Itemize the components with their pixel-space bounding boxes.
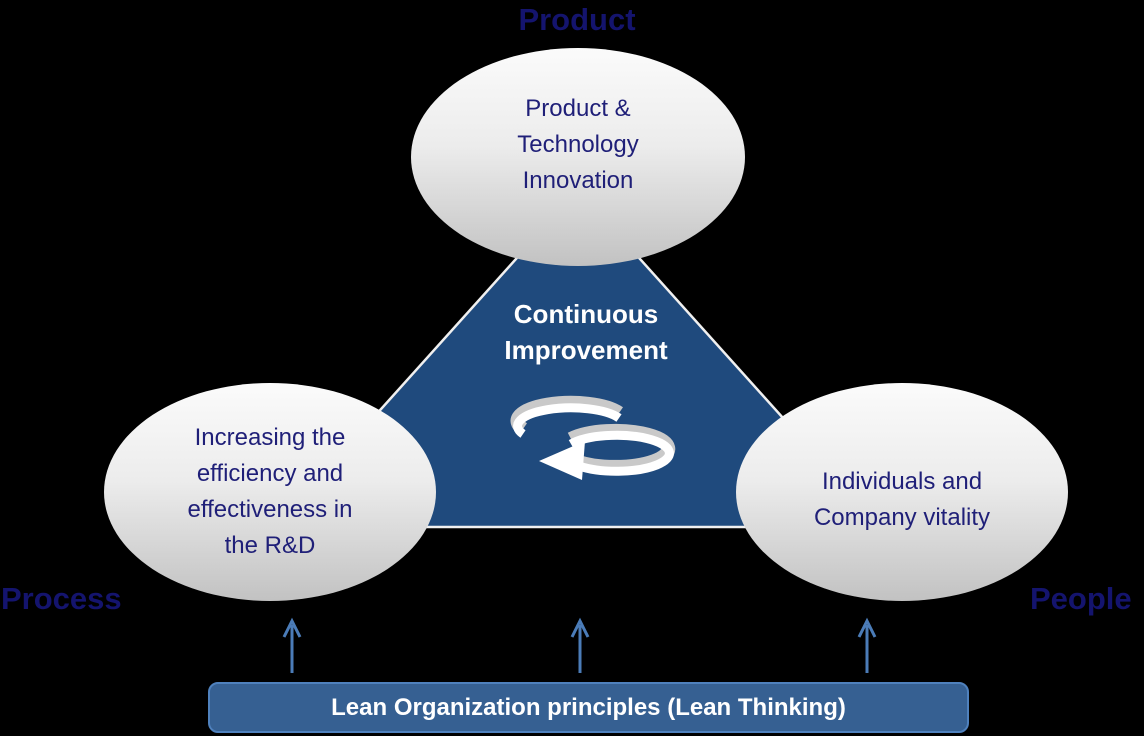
- circular-arrow-upper-front-surface: [513, 403, 622, 438]
- ellipse-left-text: Increasing the efficiency and effectiven…: [187, 424, 353, 559]
- continuous-improvement-label: Continuous Improvement: [504, 299, 668, 365]
- ellipse-right-text: Individuals and Company vitality: [813, 468, 991, 531]
- triangle-shape: [272, 188, 884, 529]
- circular-arrow-lower-front-surface: [568, 430, 674, 476]
- lean-principles-bar-label: Lean Organization principles (Lean Think…: [331, 693, 846, 721]
- up-arrow-right: [857, 617, 877, 673]
- process-label: Process: [1, 581, 122, 616]
- people-label: People: [1030, 581, 1132, 616]
- lean-principles-bar: Lean Organization principles (Lean Think…: [208, 682, 969, 733]
- ellipse-top-text: Product & Technology Innovation: [517, 95, 639, 194]
- up-arrow-center: [570, 617, 590, 673]
- up-arrows-group: [282, 617, 877, 673]
- circular-arrows-icon: [510, 395, 676, 480]
- ellipse-product-technology-innovation: Product & Technology Innovation: [411, 48, 745, 266]
- up-arrow-left: [282, 617, 302, 673]
- product-label: Product: [518, 2, 636, 37]
- ellipse-efficiency-effectiveness: Increasing the efficiency and effectiven…: [104, 383, 436, 601]
- ellipse-individuals-company-vitality: Individuals and Company vitality: [736, 383, 1068, 601]
- circular-arrow-arrowhead: [539, 441, 585, 480]
